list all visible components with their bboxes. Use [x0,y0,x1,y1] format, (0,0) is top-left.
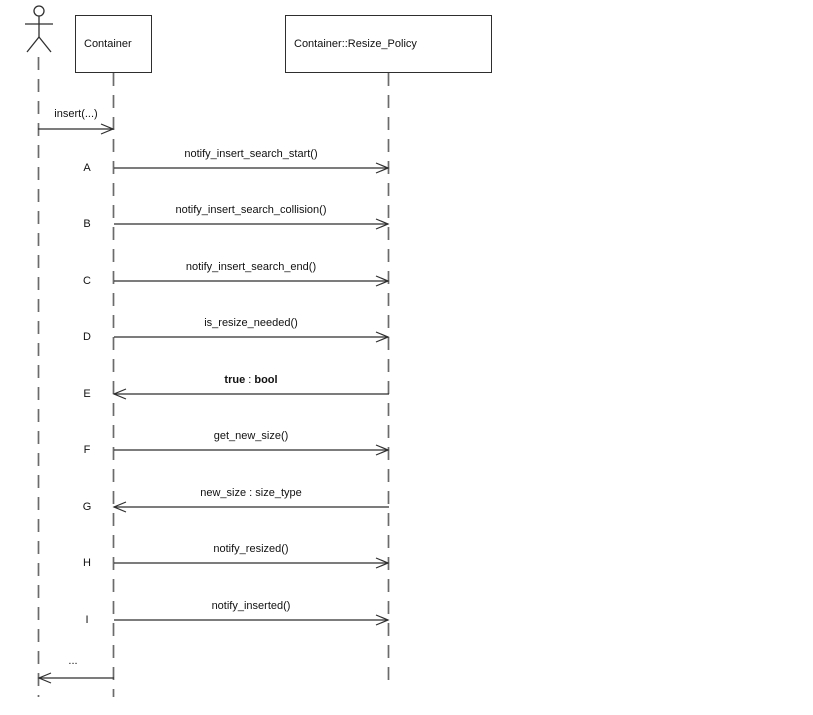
message-arrow-d [114,332,388,342]
message-letter-a: A [83,162,91,174]
message-label-e-sep: : [245,374,255,386]
actor-icon [25,6,53,52]
message-label-e: true : bool [101,373,401,387]
message-arrow-c [114,276,388,286]
message-arrow-f [114,445,388,455]
message-letter-f: F [83,444,91,456]
message-label-a: notify_insert_search_start() [184,148,318,160]
message-label-f: get_new_size() [213,430,289,442]
message-label-insert: insert(...) [54,108,98,120]
message-arrow-insert [38,124,113,134]
message-label-return: ... [68,655,78,667]
message-label-e-value: true [224,374,246,386]
message-arrow-a [114,163,388,173]
message-letter-c: C [83,275,91,287]
message-letter-e: E [83,388,91,400]
message-arrow-b [114,219,388,229]
message-label-i: notify_inserted() [211,600,291,612]
message-letter-g: G [82,501,92,513]
message-letter-d: D [83,331,91,343]
message-label-d: is_resize_needed() [204,317,298,329]
participant-box-container: Container [75,15,152,73]
message-letter-i: I [85,614,89,626]
message-arrow-h [114,558,388,568]
message-arrow-return [39,673,114,683]
participant-label-container: Container [84,38,132,50]
message-arrow-g [114,502,389,512]
message-label-c: notify_insert_search_end() [185,261,317,273]
message-label-e-type: bool [254,374,278,386]
message-label-b: notify_insert_search_collision() [175,204,327,216]
message-arrow-e [114,389,389,399]
participant-label-resize-policy: Container::Resize_Policy [294,38,417,50]
message-letter-h: H [83,557,91,569]
message-label-h: notify_resized() [213,543,289,555]
message-label-g: new_size : size_type [200,487,302,499]
message-letter-b: B [83,218,91,230]
message-arrow-i [114,615,388,625]
participant-box-resize-policy: Container::Resize_Policy [285,15,492,73]
